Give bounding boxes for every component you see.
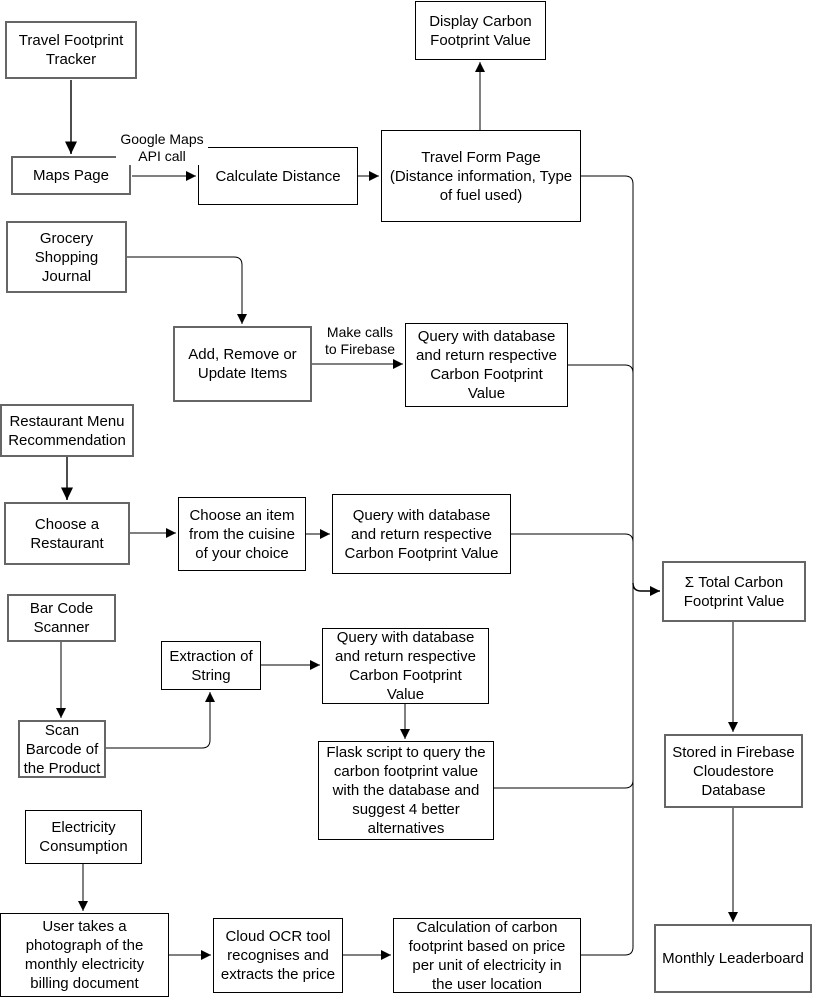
node-monthly-leaderboard: Monthly Leaderboard <box>654 924 812 993</box>
node-stored-firebase-cloudestore: Stored in Firebase Cloudestore Database <box>664 734 803 808</box>
node-calculate-distance: Calculate Distance <box>198 147 358 205</box>
node-flask-script: Flask script to query the carbon footpri… <box>318 741 494 840</box>
edge-flask-to-bus <box>494 779 634 789</box>
edge-grocery-to-addremove <box>127 256 247 324</box>
node-restaurant-menu-recommendation: Restaurant Menu Recommendation <box>0 404 134 457</box>
node-travel-form-page: Travel Form Page (Distance information, … <box>381 130 581 222</box>
node-choose-a-restaurant: Choose a Restaurant <box>4 502 130 565</box>
node-cloud-ocr-tool: Cloud OCR tool recognises and extracts t… <box>213 918 343 993</box>
node-sigma-total-carbon-footprint: Σ Total Carbon Footprint Value <box>662 561 806 622</box>
edge-calculation-to-bus <box>581 946 634 956</box>
node-maps-page: Maps Page <box>11 156 131 195</box>
edge-querygrocery-to-bus <box>568 364 634 374</box>
node-travel-footprint-tracker: Travel Footprint Tracker <box>5 21 137 79</box>
node-scan-barcode-of-product: Scan Barcode of the Product <box>18 720 106 778</box>
node-query-database-restaurant: Query with database and return respectiv… <box>332 494 511 574</box>
node-query-database-barcode: Query with database and return respectiv… <box>322 628 489 704</box>
node-bar-code-scanner: Bar Code Scanner <box>7 594 116 642</box>
node-query-database-grocery: Query with database and return respectiv… <box>405 323 568 407</box>
edge-label-make-calls-to-firebase: Make calls to Firebase <box>320 324 400 358</box>
node-calculation-carbon-footprint: Calculation of carbon footprint based on… <box>393 918 581 993</box>
node-user-photograph-bill: User takes a photograph of the monthly e… <box>0 913 169 997</box>
node-grocery-shopping-journal: Grocery Shopping Journal <box>6 221 127 293</box>
node-electricity-consumption: Electricity Consumption <box>25 810 142 864</box>
node-add-remove-update-items: Add, Remove or Update Items <box>173 326 312 402</box>
edge-label-google-maps-api-call: Google Maps API call <box>116 131 208 165</box>
node-display-carbon-footprint-value: Display Carbon Footprint Value <box>415 1 546 60</box>
edge-bus-to-sigma <box>632 582 660 596</box>
node-choose-an-item: Choose an item from the cuisine of your … <box>178 497 306 571</box>
edge-travelform-to-bus <box>581 175 634 947</box>
edge-queryrestaurant-to-bus <box>511 533 634 543</box>
node-extraction-of-string: Extraction of String <box>161 641 261 690</box>
edge-scan-to-extraction <box>106 692 215 749</box>
